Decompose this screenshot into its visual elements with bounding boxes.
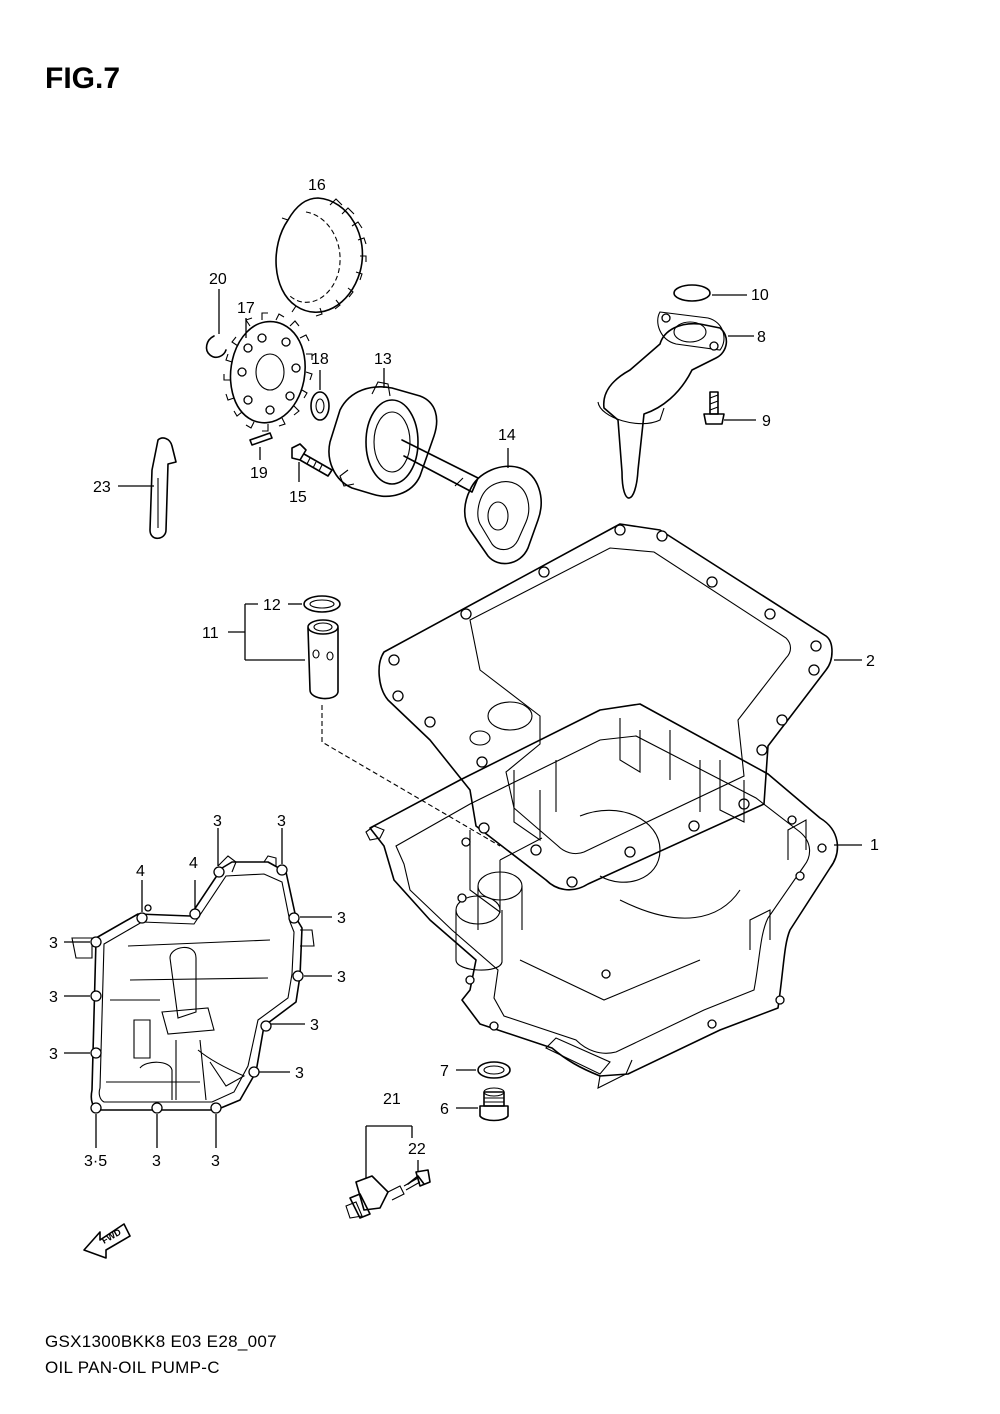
callout-10: 10 — [751, 287, 769, 304]
assembly-name: OIL PAN-OIL PUMP-C — [45, 1358, 220, 1377]
callout-22: 22 — [408, 1141, 426, 1158]
callout-21: 21 — [383, 1091, 401, 1108]
callout-9: 9 — [762, 413, 771, 430]
callout-3-right-b: 3 — [337, 969, 346, 986]
callout-3-right-d: 3 — [295, 1065, 304, 1082]
callout-3-right-c: 3 — [310, 1017, 319, 1034]
figure-title: FIG.7 — [45, 62, 121, 95]
callout-23: 23 — [93, 479, 111, 496]
callout-13: 13 — [374, 351, 392, 368]
callout-1: 1 — [870, 837, 879, 854]
part-13-oil-pump — [328, 368, 479, 498]
model-code: GSX1300BKK8 E03 E28_007 — [45, 1332, 277, 1351]
callout-6: 6 — [440, 1101, 449, 1118]
fwd-direction-arrow: FWD — [83, 1223, 131, 1259]
callout-3-5: 3·5 — [84, 1153, 107, 1170]
callout-3-left-c: 3 — [49, 1046, 58, 1063]
part-10-o-ring — [673, 284, 747, 302]
part-7-gasket — [456, 1061, 511, 1079]
part-18-washer — [310, 370, 330, 421]
callout-3-top-b: 3 — [277, 813, 286, 830]
callout-3-left-b: 3 — [49, 989, 58, 1006]
part-22-bolt — [403, 1160, 431, 1191]
part-14-gasket — [463, 448, 542, 565]
callout-15: 15 — [289, 489, 307, 506]
part-8-oil-strainer — [597, 311, 754, 499]
part-15-bolt — [291, 443, 333, 482]
callout-3-left-a: 3 — [49, 935, 58, 952]
callout-11: 11 — [202, 625, 219, 642]
part-12-o-ring — [288, 595, 341, 613]
part-2-oil-pan-gasket — [378, 523, 862, 891]
callout-7: 7 — [440, 1063, 449, 1080]
part-16-gear-ring — [275, 197, 367, 317]
part-23-bracket — [118, 437, 177, 540]
callout-3-bottom-a: 3 — [152, 1153, 161, 1170]
callout-8: 8 — [757, 329, 766, 346]
part-6-drain-plug — [456, 1087, 509, 1122]
callout-3-bottom-b: 3 — [211, 1153, 220, 1170]
part-21-oil-pressure-switch — [345, 1125, 413, 1219]
callout-3-top-a: 3 — [213, 813, 222, 830]
callout-4-a: 4 — [136, 863, 145, 880]
callout-17: 17 — [237, 300, 255, 317]
part-17-pump-sprocket — [223, 312, 313, 432]
callout-2: 2 — [866, 653, 875, 670]
callout-14: 14 — [498, 427, 516, 444]
callout-20: 20 — [209, 271, 227, 288]
part-9-bolt — [703, 391, 756, 425]
part-19-pin — [249, 432, 273, 460]
oil-pan-cover-gasket — [64, 828, 332, 1148]
callout-19: 19 — [250, 465, 268, 482]
part-20-circlip — [205, 289, 227, 358]
part-11-oil-pipe — [228, 603, 501, 847]
callout-18: 18 — [311, 351, 329, 368]
callout-4-b: 4 — [189, 855, 198, 872]
part-1-oil-pan — [365, 703, 862, 1089]
callout-3-right-a: 3 — [337, 910, 346, 927]
callout-12: 12 — [263, 597, 281, 614]
callout-16: 16 — [308, 177, 326, 194]
callout-labels: 1 2 3 3 3 3 3 3 3 3 3 3·5 3 3 4 4 6 7 8 … — [49, 177, 879, 1170]
